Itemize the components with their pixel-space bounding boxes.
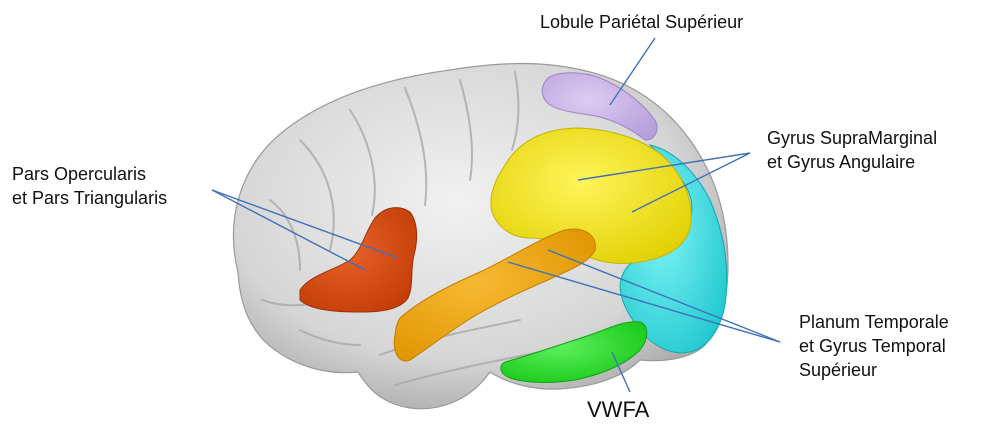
label-vwfa: VWFA [587, 398, 649, 422]
label-gyrus-supramarginal: Gyrus SupraMarginal et Gyrus Angulaire [767, 126, 937, 174]
label-pars-opercularis: Pars Opercularis et Pars Triangularis [12, 162, 167, 210]
label-line: Gyrus SupraMarginal [767, 126, 937, 150]
label-line: Planum Temporale [799, 310, 949, 334]
label-line: Pars Opercularis [12, 162, 167, 186]
label-line: Lobule Pariétal Supérieur [540, 10, 743, 34]
label-line: et Gyrus Temporal [799, 334, 949, 358]
label-line: et Pars Triangularis [12, 186, 167, 210]
label-planum-temporale: Planum Temporale et Gyrus Temporal Supér… [799, 310, 949, 382]
label-line: et Gyrus Angulaire [767, 150, 937, 174]
label-lobule-parietal: Lobule Pariétal Supérieur [540, 10, 743, 34]
label-line: VWFA [587, 398, 649, 422]
label-line: Supérieur [799, 358, 949, 382]
